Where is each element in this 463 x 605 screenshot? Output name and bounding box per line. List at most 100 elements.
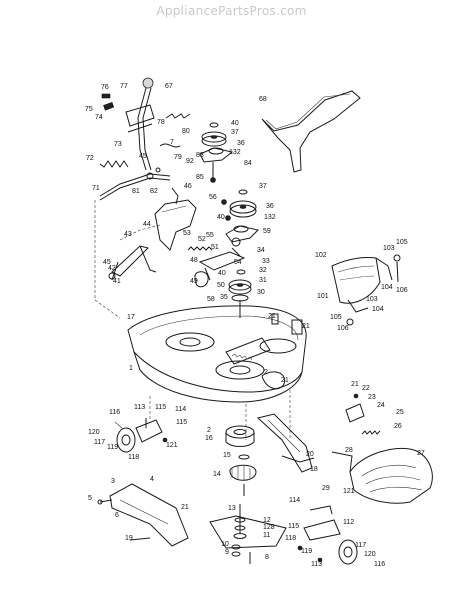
idler-pulley-upper-drawing (199, 122, 234, 183)
part-callout: 48 (190, 257, 198, 264)
part-callout: 128 (263, 524, 275, 531)
part-callout: 6 (115, 512, 119, 519)
part-callout: 23 (368, 394, 376, 401)
part-callout: 119 (107, 444, 118, 451)
part-callout: 27 (417, 450, 425, 457)
part-callout: 37 (259, 183, 267, 190)
part-callout: 72 (86, 155, 94, 162)
part-callout: 58 (207, 296, 215, 303)
part-callout: 103 (366, 296, 378, 303)
part-callout: 55 (206, 232, 214, 239)
part-callout: 75 (85, 106, 93, 113)
part-callout: 2 (264, 369, 268, 376)
part-callout: 118 (285, 535, 296, 542)
part-callout: 115 (288, 523, 299, 530)
part-callout: 12 (263, 517, 271, 524)
part-callout: 1 (129, 365, 133, 372)
part-callout: 68 (259, 96, 267, 103)
part-callout: 34 (257, 247, 265, 254)
part-callout: 79 (174, 154, 182, 161)
part-callout: 80 (182, 128, 190, 135)
part-callout: 67 (165, 83, 173, 90)
part-callout: 119 (301, 548, 312, 555)
part-callout: 21 (281, 377, 289, 384)
part-callout: 104 (372, 306, 384, 313)
part-callout: 30 (257, 289, 265, 296)
part-callout: 132 (229, 149, 241, 156)
spindle-drawing (209, 504, 287, 564)
part-callout: 120 (364, 551, 376, 558)
part-callout: 106 (337, 325, 349, 332)
part-callout: 37 (231, 129, 239, 136)
part-callout: 21 (268, 313, 276, 320)
watermark: AppliancePartsPros.com (156, 4, 307, 18)
part-callout: 22 (362, 385, 370, 392)
part-callout: 5 (88, 495, 92, 502)
part-callout: 40 (218, 270, 226, 277)
part-callout: 92 (186, 158, 194, 165)
part-callout: 113 (134, 404, 145, 411)
part-callout: 81 (132, 188, 140, 195)
part-callout: 19 (125, 535, 133, 542)
v-belt-drawing (261, 90, 361, 173)
part-callout: 8 (265, 554, 269, 561)
part-callout: 114 (175, 406, 186, 413)
part-callout: 105 (330, 314, 342, 321)
belt-guard-drawing (154, 187, 197, 251)
part-callout: 9 (225, 549, 229, 556)
part-callout: 52 (198, 236, 206, 243)
part-callout: 26 (394, 423, 402, 430)
part-callout: 36 (266, 203, 274, 210)
part-callout: 3 (111, 478, 115, 485)
part-callout: 44 (143, 221, 151, 228)
part-callout: 115 (176, 419, 187, 426)
part-callout: 15 (223, 452, 231, 459)
part-callout: 112 (343, 519, 354, 526)
part-callout: 102 (315, 252, 327, 259)
part-callout: 101 (317, 293, 329, 300)
gauge-wheel-left-drawing (114, 418, 168, 453)
blade-drawing (256, 413, 315, 473)
part-callout: 2 (207, 427, 211, 434)
gauge-wheel-right-drawing (297, 505, 358, 565)
part-callout: 33 (262, 258, 270, 265)
part-callout: 106 (396, 287, 408, 294)
part-callout: 54 (234, 259, 242, 266)
part-callout: 115 (155, 404, 166, 411)
part-callout: 50 (217, 282, 225, 289)
part-callout: 21 (351, 381, 359, 388)
part-callout: 116 (109, 409, 120, 416)
part-callout: 85 (196, 174, 204, 181)
part-callout: 117 (355, 542, 366, 549)
part-callout: 78 (157, 119, 165, 126)
part-callout: 16 (205, 435, 213, 442)
part-callout: 4 (150, 476, 154, 483)
part-callout: 45 (139, 153, 147, 160)
part-callout: 121 (166, 442, 178, 449)
part-callout: 120 (88, 429, 100, 436)
part-callout: 118 (128, 454, 139, 461)
part-callout: 59 (263, 228, 271, 235)
part-callout: 82 (150, 188, 158, 195)
part-callout: 83 (196, 152, 204, 159)
part-callout: 21 (181, 504, 189, 511)
part-callout: 40 (217, 214, 225, 221)
part-callout: 117 (94, 439, 105, 446)
part-callout: 53 (183, 230, 191, 237)
part-callout: 43 (124, 231, 132, 238)
part-callout: 10 (221, 541, 229, 548)
part-callout: 56 (209, 194, 217, 201)
part-callout: 132 (264, 214, 276, 221)
grass-deflector-drawing (331, 254, 401, 326)
lift-link-drawing (108, 245, 157, 281)
part-callout: 40 (231, 120, 239, 127)
part-callout: 103 (383, 245, 395, 252)
part-callout: 11 (263, 532, 270, 539)
part-callout: 13 (228, 505, 236, 512)
mower-deck-drawing (127, 305, 307, 440)
part-callout: 31 (259, 277, 267, 284)
part-callout: 114 (289, 497, 300, 504)
idler-arm-drawing (187, 237, 246, 288)
